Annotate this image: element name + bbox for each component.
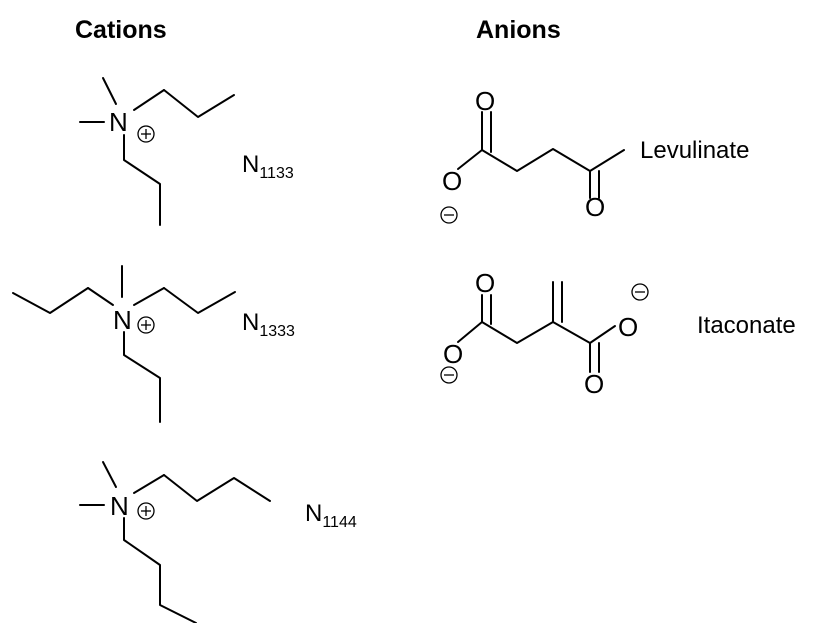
levulinate-label: Levulinate [640,137,749,164]
cations-header: Cations [75,16,167,44]
levulinate-structure: O O O [440,86,625,224]
cation-n1133-prefix: N [242,151,259,178]
levulinate-carbonyl-oxygen-1: O [475,86,495,116]
cation-n1144-subscript: 1144 [322,514,357,531]
itaconate-bonds [457,281,616,373]
levulinate-carboxylate-oxygen: O [442,166,462,196]
cation-n1133-nitrogen: N [109,107,128,137]
minus-charge-icon [631,283,649,301]
cation-n1333-prefix: N [242,309,259,336]
cation-n1333-subscript: 1333 [259,323,295,340]
itaconate-carbonyl-oxygen-2: O [584,369,604,399]
plus-charge-icon [137,316,155,334]
cation-n1333-label: N1333 [242,309,295,340]
cation-n1144-nitrogen: N [110,491,129,521]
cation-n1144-structure: N [79,461,271,623]
levulinate-ketone-oxygen: O [585,192,605,222]
cation-n1333-nitrogen: N [113,305,132,335]
itaconate-carboxylate-oxygen-2: O [618,312,638,342]
minus-charge-icon [440,366,458,384]
minus-charge-icon [440,206,458,224]
cation-n1133-structure: N [79,77,235,226]
plus-charge-icon [137,125,155,143]
cation-n1133-subscript: 1133 [259,165,294,182]
levulinate-bonds [457,111,625,199]
plus-charge-icon [137,502,155,520]
cation-n1333-structure: N [12,265,236,423]
cation-n1133-bonds [79,77,235,226]
itaconate-structure: O O O O [440,268,649,399]
itaconate-carboxylate-oxygen-1: O [443,339,463,369]
anions-header: Anions [476,16,561,44]
cation-n1133-label: N1133 [242,151,294,182]
itaconate-carbonyl-oxygen-1: O [475,268,495,298]
cation-n1144-prefix: N [305,500,322,527]
cation-n1333-bonds [12,265,236,423]
cation-n1144-bonds [79,461,271,623]
itaconate-label: Itaconate [697,312,796,339]
cation-n1144-label: N1144 [305,500,357,531]
